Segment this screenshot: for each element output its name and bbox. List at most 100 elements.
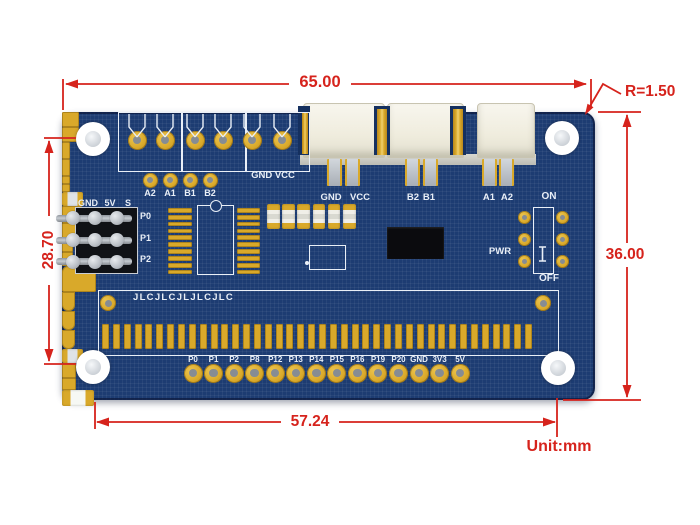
ic-pad [168, 242, 192, 248]
gpio-pad [394, 324, 402, 349]
pad-hole [521, 214, 527, 220]
mounting-pad [535, 295, 551, 311]
smd-resistor [327, 204, 341, 229]
pin-label: P12 [268, 354, 283, 364]
smd-pad [62, 176, 70, 184]
ic-pad [168, 208, 192, 213]
gpio-pad [319, 324, 326, 349]
pad-hole [191, 136, 199, 144]
pad-hole [248, 136, 256, 144]
terminal-pad [242, 130, 262, 150]
connector-pin-label: GND [320, 192, 342, 203]
mounting-hole-bottom-right [541, 351, 575, 385]
header-pin [88, 254, 102, 269]
header-col-label: GND [78, 198, 98, 208]
smd-resistor [312, 204, 326, 229]
pad-label: A2 [144, 187, 156, 198]
pad-hole [161, 136, 169, 144]
gpio-pad [297, 324, 305, 349]
gpio-pad [134, 324, 142, 349]
gpio-pad [123, 324, 131, 349]
smd-pad [62, 142, 70, 159]
smd-resistor [282, 204, 295, 229]
component-footprint-outline [309, 245, 346, 270]
gpio-breakout-pad [204, 363, 224, 383]
pad-hole [312, 368, 321, 378]
fab-silkscreen-text: JLCJLCJLJLCJLC [133, 292, 235, 303]
pad-hole [167, 177, 173, 183]
gpio-pad [210, 324, 218, 349]
gpio-pad [351, 324, 359, 349]
connector-pin [481, 159, 497, 186]
header-pin [66, 254, 80, 269]
pad-hole [291, 368, 300, 378]
terminal-pad [155, 130, 175, 150]
pad-hole [455, 368, 465, 378]
ic-pad [237, 269, 260, 275]
mounting-hole-top-right [545, 121, 579, 155]
breakout-pad [162, 172, 178, 188]
header-pin [66, 211, 80, 225]
gpio-pad [492, 324, 500, 349]
gpio-pad [416, 324, 424, 349]
gpio-breakout-pad [409, 363, 429, 383]
unit-label: Unit:mm [526, 438, 592, 455]
pad-hole [104, 299, 112, 307]
header-pin [88, 211, 102, 225]
power-led-label: PWR [488, 246, 512, 257]
pin-label: P13 [288, 354, 303, 364]
gpio-pad [470, 324, 478, 349]
gpio-pad [384, 324, 392, 349]
dim-width-top-value: 65.00 [299, 73, 341, 91]
pin-label: P15 [329, 354, 344, 364]
header-row-label: P1 [140, 233, 152, 243]
header-pin [110, 254, 124, 269]
pad-hole [270, 368, 280, 378]
ic-footprint-outline [197, 205, 234, 275]
sot223-leg [62, 292, 75, 311]
header-col-label: 5V [104, 198, 116, 208]
pin-label: P8 [249, 354, 260, 364]
gpio-header-outline [98, 290, 559, 356]
gpio-pad [514, 324, 522, 349]
gpio-pad [340, 324, 348, 349]
pad-label: A1 [164, 187, 176, 198]
switch-pad [555, 210, 569, 224]
gpio-breakout-pad [327, 363, 347, 383]
switch-pad [555, 232, 569, 246]
connector-pin [404, 159, 420, 186]
dim-hole-span-left-value: 28.70 [40, 230, 57, 270]
pad-hole [209, 368, 218, 378]
gpio-pad [481, 324, 489, 349]
gpio-breakout-pad [306, 363, 326, 383]
gpio-pad [362, 324, 370, 349]
breakout-pad [182, 172, 198, 188]
gpio-breakout-pad [265, 363, 285, 383]
switch-on-label: ON [541, 191, 557, 202]
gpio-pad [232, 324, 240, 349]
hole-bore [85, 359, 101, 375]
gpio-breakout-pad [430, 363, 450, 383]
ic-pad [168, 235, 192, 241]
pad-hole [373, 368, 383, 378]
pin-label: P0 [188, 354, 198, 364]
pin-label: P2 [229, 354, 239, 364]
power-led [62, 390, 94, 406]
smd-pad [62, 159, 70, 176]
ic-pad [168, 262, 192, 268]
sot223-leg [62, 311, 75, 330]
smd-resistor [267, 204, 280, 229]
smd-pad [62, 363, 76, 378]
gpio-pad [405, 324, 413, 349]
pad-hole [394, 368, 403, 378]
switch-pad [517, 254, 531, 268]
gpio-pad [145, 324, 153, 349]
ic-notch [209, 200, 222, 212]
pin-label: P20 [391, 354, 406, 364]
gpio-pad [112, 324, 120, 349]
pad-hole [332, 368, 342, 378]
gpio-breakout-pad [347, 363, 367, 383]
mounting-pad [100, 295, 116, 311]
gpio-breakout-pad [286, 363, 306, 383]
